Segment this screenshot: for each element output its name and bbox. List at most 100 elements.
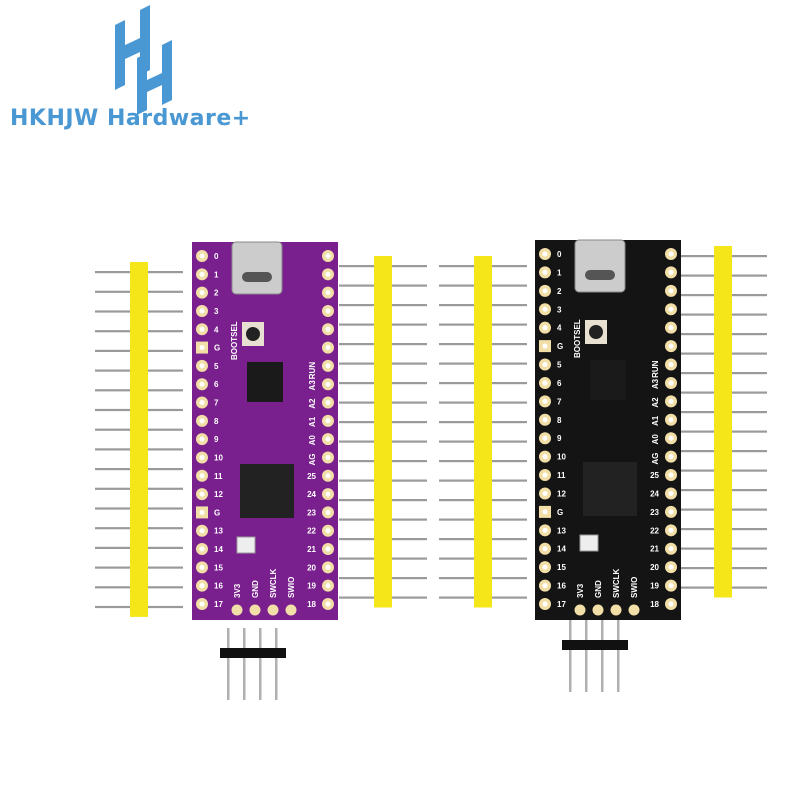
pin-label: 16 — [214, 582, 223, 591]
pad-hole — [668, 564, 674, 570]
flash-chip — [247, 362, 283, 402]
header-plastic — [562, 640, 628, 650]
pin-label: 17 — [557, 600, 566, 609]
pin-label: AG — [651, 453, 660, 465]
pad-hole — [668, 325, 674, 331]
header-pin — [601, 620, 604, 692]
pin-header-strip — [339, 256, 427, 608]
pin-label: 12 — [214, 490, 223, 499]
pin-label: 5 — [214, 362, 219, 371]
pin-label: 16 — [557, 582, 566, 591]
header-plastic — [374, 256, 392, 608]
pin-label: 25 — [650, 471, 659, 480]
pad-hole — [542, 546, 548, 552]
pad-hole — [668, 509, 674, 515]
pad-hole — [542, 601, 548, 607]
pin-label: 21 — [650, 545, 659, 554]
pin-label: 2 — [557, 287, 562, 296]
pin-label: 24 — [307, 490, 316, 499]
pad — [267, 604, 279, 616]
pin-label: 11 — [214, 472, 223, 481]
pad-hole — [668, 269, 674, 275]
pad-hole — [668, 380, 674, 386]
pin-label: 3V3 — [233, 583, 242, 598]
pad-hole — [325, 436, 331, 442]
pin-label: 14 — [214, 545, 223, 554]
pin-label: 9 — [557, 434, 562, 443]
pad-hole — [199, 418, 205, 424]
header-pin — [259, 628, 262, 700]
pad-hole — [199, 326, 205, 332]
pad-hole — [668, 490, 674, 496]
pcb — [535, 240, 681, 620]
pin-label: 20 — [307, 563, 316, 572]
pin-label: SWCLK — [269, 568, 278, 598]
pad-hole — [199, 436, 205, 442]
four-pin-header — [220, 628, 286, 700]
pin-label: 12 — [557, 489, 566, 498]
pad-hole — [542, 362, 548, 368]
pad-hole — [542, 325, 548, 331]
pin-header-strip — [679, 246, 767, 598]
brand-name: HKHJW Hardware+ — [10, 106, 251, 131]
pad-hole — [199, 528, 205, 534]
button-label: BOOTSEL — [230, 321, 239, 360]
pad-hole — [542, 251, 548, 257]
pad-hole — [668, 251, 674, 257]
pin-label: 1 — [214, 270, 219, 279]
header-pin — [569, 620, 572, 692]
pad-hole — [325, 400, 331, 406]
pin-label: 4 — [557, 324, 562, 333]
pin-label: AG — [308, 453, 317, 465]
pad — [249, 604, 261, 616]
pin-label: 3V3 — [576, 583, 585, 598]
pad-hole — [542, 472, 548, 478]
pad-hole — [199, 454, 205, 460]
pad-hole — [668, 527, 674, 533]
pad-hole — [325, 363, 331, 369]
pad-hole — [668, 343, 674, 349]
pad-hole — [325, 271, 331, 277]
pin-label: 4 — [214, 325, 219, 334]
pad-hole — [199, 473, 205, 479]
pcb — [192, 242, 338, 620]
pin-label: 3 — [557, 305, 562, 314]
pad-hole — [542, 583, 548, 589]
pad-hole — [668, 601, 674, 607]
pad-hole — [325, 509, 331, 515]
pad-hole — [542, 490, 548, 496]
crystal — [579, 534, 599, 552]
pin-label: 22 — [307, 527, 316, 536]
pad-hole — [325, 473, 331, 479]
header-pin — [243, 628, 246, 700]
usb-c-port — [231, 241, 283, 295]
header-pin — [585, 620, 588, 692]
pad — [285, 604, 297, 616]
crystal — [236, 536, 256, 554]
pad-hole — [542, 435, 548, 441]
pin-label: 10 — [557, 453, 566, 462]
pin-label: 13 — [557, 526, 566, 535]
pin-label: G — [557, 508, 563, 517]
header-plastic — [220, 648, 286, 658]
pad-hole — [325, 381, 331, 387]
pin-label: 24 — [650, 489, 659, 498]
pin-label: 19 — [650, 582, 659, 591]
pin-label: 0 — [214, 252, 219, 261]
pad-hole — [199, 400, 205, 406]
pad-hole — [199, 363, 205, 369]
pin-label: A3 — [651, 378, 660, 389]
pad-hole — [668, 362, 674, 368]
pad-hole — [542, 509, 548, 515]
usb-c-opening — [242, 272, 272, 282]
pad — [574, 604, 586, 616]
pin-label: 9 — [214, 435, 219, 444]
pin-label: 3 — [214, 307, 219, 316]
pad-hole — [325, 290, 331, 296]
pad-hole — [668, 288, 674, 294]
pin-label: 19 — [307, 582, 316, 591]
pad-hole — [542, 306, 548, 312]
pad-hole — [668, 417, 674, 423]
